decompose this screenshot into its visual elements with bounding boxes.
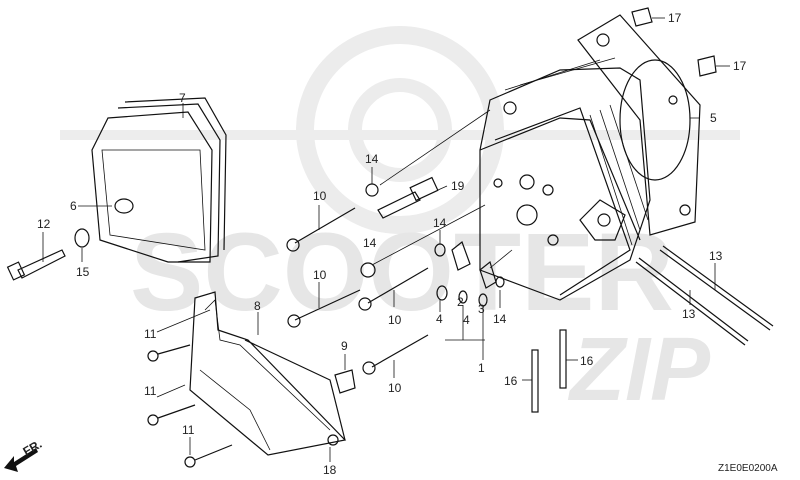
bolts-10 xyxy=(286,207,429,375)
callout-14d: 14 xyxy=(493,312,507,326)
bolts-11 xyxy=(147,344,339,468)
callout-10c: 10 xyxy=(388,313,402,327)
head-cover xyxy=(91,97,227,263)
callout-2: 2 xyxy=(457,295,464,309)
clip-9 xyxy=(334,369,356,394)
callout-4a: 4 xyxy=(436,312,443,326)
callout-3: 3 xyxy=(478,302,485,316)
dowel-pins-17 xyxy=(631,7,717,77)
watermark-suffix: ZIP xyxy=(567,320,711,420)
studs-16 xyxy=(531,329,567,413)
callout-16a: 16 xyxy=(504,374,518,388)
callout-7: 7 xyxy=(179,91,186,105)
cylinder-head xyxy=(479,57,651,301)
callout-15: 15 xyxy=(76,265,90,279)
callout-17b: 17 xyxy=(733,59,747,73)
watermark-text: SCOOTER xyxy=(130,211,674,334)
callouts: 7 6 12 15 8 11 11 11 9 18 14 19 10 14 14… xyxy=(37,11,778,477)
callout-10b: 10 xyxy=(313,268,327,282)
callout-12: 12 xyxy=(37,217,51,231)
callout-10d: 10 xyxy=(388,381,402,395)
callout-13b: 13 xyxy=(682,307,696,321)
callout-17a: 17 xyxy=(668,11,682,25)
callout-10a: 10 xyxy=(313,189,327,203)
callout-19: 19 xyxy=(451,179,465,193)
callout-11b: 11 xyxy=(144,384,157,398)
callout-11a: 11 xyxy=(144,327,157,341)
watermark: SCOOTER ZIP xyxy=(60,26,740,420)
bolt-12 xyxy=(6,228,90,281)
bracket-8 xyxy=(189,291,347,456)
callout-18: 18 xyxy=(323,463,337,477)
callout-14b: 14 xyxy=(433,216,447,230)
callout-14a: 14 xyxy=(365,152,379,166)
front-label: FR. xyxy=(21,437,45,459)
callout-16b: 16 xyxy=(580,354,594,368)
front-arrow-icon: FR. xyxy=(4,437,44,472)
callout-13a: 13 xyxy=(709,249,723,263)
leader-lines xyxy=(42,17,730,462)
callout-14c: 14 xyxy=(363,236,377,250)
callout-9: 9 xyxy=(341,339,348,353)
callout-4b: 4 xyxy=(463,313,470,327)
callout-5: 5 xyxy=(710,111,717,125)
callout-8: 8 xyxy=(254,299,261,313)
diagram-code: Z1E0E0200A xyxy=(718,463,778,474)
callout-11c: 11 xyxy=(182,423,195,437)
callout-6: 6 xyxy=(70,199,77,213)
callout-1: 1 xyxy=(478,361,485,375)
head-gasket-5 xyxy=(577,14,701,236)
